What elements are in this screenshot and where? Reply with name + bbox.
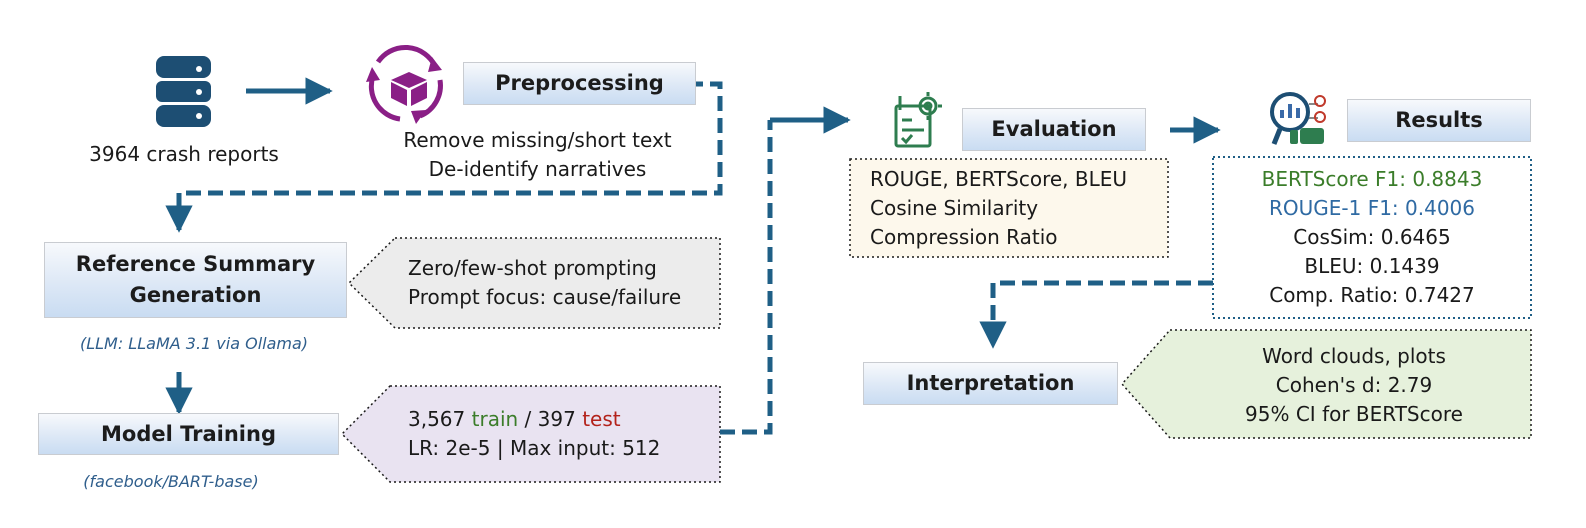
prompting-note-line: Prompt focus: cause/failure xyxy=(408,285,682,309)
reference-caption: (LLM: LLaMA 3.1 via Ollama) xyxy=(79,334,309,353)
evaluation-box: Evaluation xyxy=(962,108,1146,151)
preprocessing-steps: Remove missing/short text De-identify na… xyxy=(380,126,695,184)
result-item: Comp. Ratio: 0.7427 xyxy=(1269,282,1475,307)
split-separator: / 397 xyxy=(524,407,576,431)
training-note: 3,567 train / 397 test LR: 2e-5 | Max in… xyxy=(408,390,718,478)
preprocessing-step: Remove missing/short text xyxy=(403,128,672,152)
evaluation-metric: Cosine Similarity xyxy=(870,195,1039,220)
prompting-note-shape xyxy=(347,237,721,329)
database-icon xyxy=(156,56,211,127)
reference-summary-box: Reference Summary Generation xyxy=(44,242,347,318)
evaluation-title: Evaluation xyxy=(991,117,1117,141)
model-training-box: Model Training xyxy=(38,413,339,455)
preprocessing-step: De-identify narratives xyxy=(428,157,647,181)
package-cycle-icon xyxy=(366,44,443,124)
results-metrics: BERTScore F1: 0.8843 ROUGE-1 F1: 0.4006 … xyxy=(1215,164,1529,310)
analytics-icon xyxy=(1270,92,1326,145)
evaluation-metric: Compression Ratio xyxy=(870,224,1058,249)
evaluation-gear-icon xyxy=(894,92,942,148)
evaluation-metric: ROUGE, BERTScore, BLEU xyxy=(870,166,1128,191)
interpretation-note-line: 95% CI for BERTScore xyxy=(1245,401,1463,426)
training-note-shape xyxy=(340,385,721,483)
dashed-preprocess-to-reference xyxy=(165,81,723,233)
test-word: test xyxy=(582,407,621,431)
prompting-note-line: Zero/few-shot prompting xyxy=(408,256,657,280)
interpretation-note-shape xyxy=(1120,329,1532,439)
interpretation-note: Word clouds, plots Cohen's d: 2.79 95% C… xyxy=(1180,340,1528,430)
interpretation-title: Interpretation xyxy=(906,371,1075,395)
evaluation-metrics-box xyxy=(849,158,1169,258)
crash-reports-label: 3964 crash reports xyxy=(89,142,279,166)
results-metrics-box xyxy=(1212,156,1532,319)
evaluation-metrics: ROUGE, BERTScore, BLEU Cosine Similarity… xyxy=(870,163,1164,253)
train-word: train xyxy=(471,407,519,431)
prompting-note: Zero/few-shot prompting Prompt focus: ca… xyxy=(408,242,718,324)
model-training-title: Model Training xyxy=(101,421,276,446)
result-item: CosSim: 0.6465 xyxy=(1293,224,1451,249)
interpretation-note-line: Word clouds, plots xyxy=(1262,343,1446,368)
result-item: BERTScore F1: 0.8843 xyxy=(1261,166,1483,191)
preprocessing-title: Preprocessing xyxy=(495,71,664,95)
dashed-results-to-interpretation xyxy=(979,280,1213,349)
reference-title-line1: Reference Summary xyxy=(75,252,316,276)
dashed-training-to-evaluation xyxy=(720,120,773,435)
results-title: Results xyxy=(1395,108,1483,132)
interpretation-box: Interpretation xyxy=(863,362,1118,405)
preprocessing-box: Preprocessing xyxy=(463,62,696,105)
results-box: Results xyxy=(1347,99,1531,142)
result-item: ROUGE-1 F1: 0.4006 xyxy=(1268,195,1475,220)
train-count: 3,567 xyxy=(408,407,466,431)
interpretation-note-line: Cohen's d: 2.79 xyxy=(1275,372,1433,397)
training-caption: (facebook/BART-base) xyxy=(83,472,259,491)
reference-title-line2: Generation xyxy=(129,283,262,307)
result-item: BLEU: 0.1439 xyxy=(1304,253,1440,278)
training-params: LR: 2e-5 | Max input: 512 xyxy=(408,436,661,460)
data-split-line: 3,567 train / 397 test xyxy=(408,405,718,434)
